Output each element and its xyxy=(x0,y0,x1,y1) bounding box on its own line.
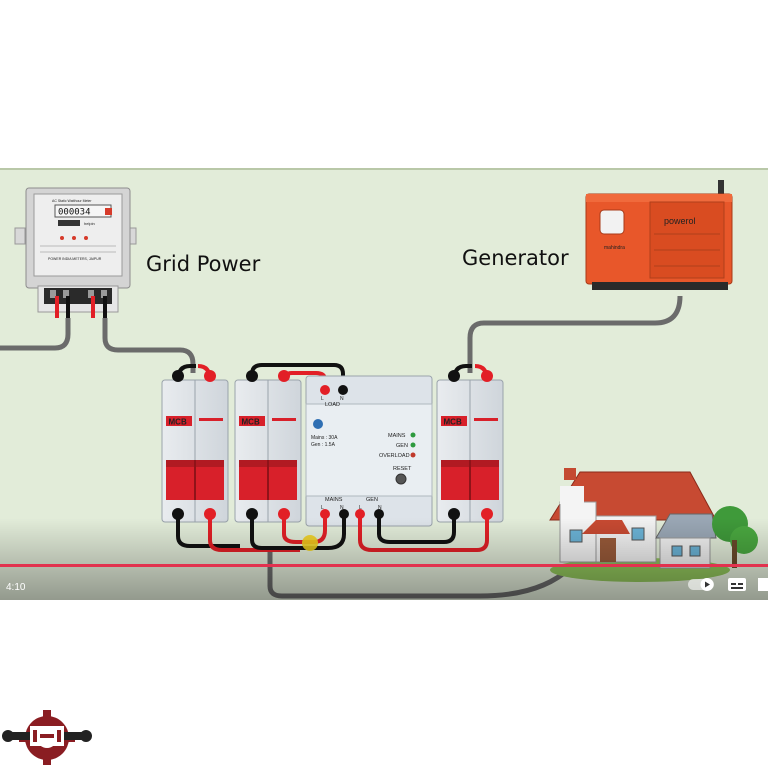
ats-led-mains-label: MAINS xyxy=(388,433,406,439)
channel-logo xyxy=(2,708,92,766)
mcb-generator-breaker: MCB xyxy=(436,379,504,523)
generator-unit: mahindra powerol xyxy=(585,180,733,290)
time-display: 4:10 xyxy=(6,582,26,593)
energy-meter: AC Static Watthour Meter 000034 helpin P… xyxy=(14,187,137,318)
ats-changeover-unit: Mains : 30A Gen : 1.5A MAINS GEN OVERLOA… xyxy=(305,375,433,527)
mcb-grid-breaker: MCB xyxy=(161,379,229,523)
ats-bottom-gen-label: GEN xyxy=(366,497,378,503)
ats-spec-line1: Mains : 30A xyxy=(311,435,338,441)
progress-fill xyxy=(0,564,768,567)
overload-led-indicator xyxy=(410,452,416,458)
player-shade xyxy=(0,518,768,600)
terminals xyxy=(172,370,493,520)
ats-term-n: N xyxy=(340,396,344,402)
settings-icon[interactable] xyxy=(758,578,768,591)
grid-feed-cable xyxy=(0,318,71,351)
mcb-label: MCB xyxy=(169,418,187,427)
svg-text:helpin: helpin xyxy=(84,221,95,226)
ats-term-n: N xyxy=(340,505,344,511)
generator-feed-cable xyxy=(467,295,683,373)
ats-term-l: L xyxy=(321,396,324,402)
video-frame[interactable]: AC Static Watthour Meter 000034 helpin P… xyxy=(0,168,768,600)
generator-brand: powerol xyxy=(664,216,696,226)
ats-led-overload-label: OVERLOAD xyxy=(379,453,410,459)
grid-to-mcb-cable xyxy=(102,318,196,373)
generator-maker: mahindra xyxy=(604,245,625,251)
ats-bottom-mains-label: MAINS xyxy=(325,497,343,503)
subtitles-icon[interactable] xyxy=(728,578,746,591)
wrench-icon xyxy=(2,726,92,746)
mcb-label: MCB xyxy=(444,418,462,427)
meter-maker: POWER INDIA METERS, JAIPUR xyxy=(48,257,102,261)
ats-reset-label: RESET xyxy=(393,466,412,472)
ats-led-gen-label: GEN xyxy=(396,443,408,449)
ats-load-label: LOAD xyxy=(325,402,340,408)
autoplay-toggle[interactable] xyxy=(688,578,714,591)
gen-led-indicator xyxy=(410,442,416,448)
reset-button xyxy=(395,473,407,485)
mains-led-indicator xyxy=(410,432,416,438)
ats-term-l: L xyxy=(359,505,362,511)
grid-power-label: Grid Power xyxy=(146,252,261,276)
ats-term-n: N xyxy=(378,505,382,511)
meter-title: AC Static Watthour Meter xyxy=(52,199,92,203)
mcb-load-breaker: MCB xyxy=(234,379,302,523)
meter-reading: 000034 xyxy=(58,208,91,218)
mcb-label: MCB xyxy=(242,418,260,427)
ats-spec-line2: Gen : 1.5A xyxy=(311,442,336,448)
generator-label: Generator xyxy=(462,246,569,270)
ats-term-l: L xyxy=(321,505,324,511)
